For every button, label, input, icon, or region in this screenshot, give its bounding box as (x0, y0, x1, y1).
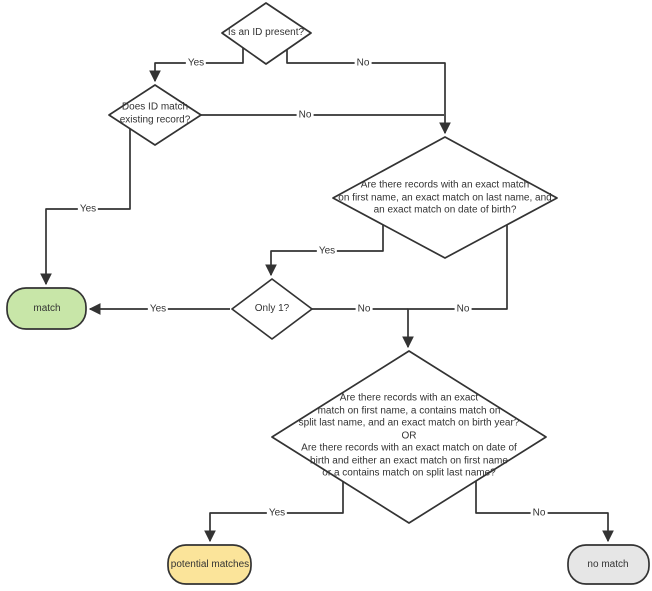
decision-fuzzy-match (271, 350, 547, 524)
terminal-match (6, 287, 87, 330)
decision-only-one (231, 278, 313, 340)
terminal-group (6, 287, 650, 585)
terminal-no-match (567, 544, 650, 585)
edge-id-present-no (286, 50, 451, 135)
edge-id-match-yes (40, 129, 131, 286)
decision-group (108, 2, 558, 524)
edge-id-present-yes (149, 48, 244, 83)
edge-fuzzy-match-no (475, 481, 614, 543)
edge-exact-match-yes (265, 225, 384, 277)
decision-id-present (221, 2, 312, 65)
decision-exact-match (332, 136, 558, 259)
decision-id-match (108, 84, 202, 146)
terminal-potential-matches (167, 544, 252, 585)
edge-fuzzy-match-yes (204, 482, 344, 543)
